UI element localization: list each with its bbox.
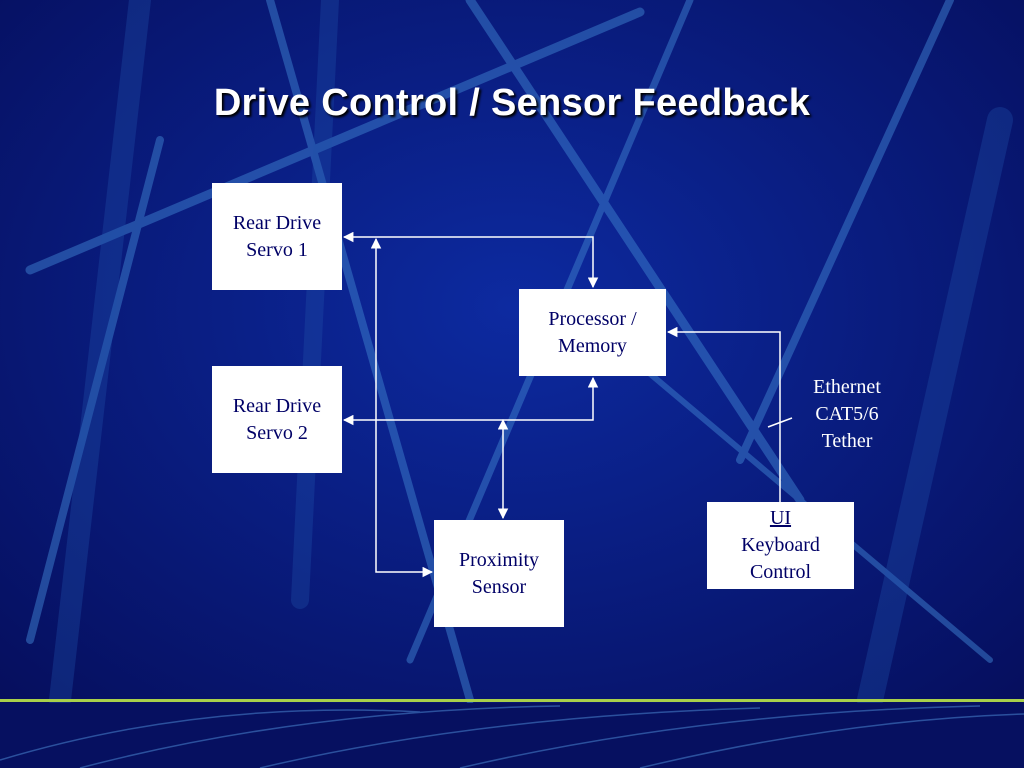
ui-link[interactable]: UI: [769, 507, 792, 529]
footer-swoosh: [0, 709, 421, 761]
connector-processor-servo1: [342, 231, 599, 289]
block-label: Servo 2: [246, 421, 308, 444]
block-label: Control: [749, 561, 812, 583]
block-label: Servo 1: [246, 238, 308, 261]
tether-callout-tick: [767, 417, 793, 428]
block-label: Proximity: [458, 548, 539, 571]
tether-label-line: Tether: [821, 430, 873, 452]
block-label: Processor /: [548, 307, 637, 330]
connector-ui-processor: [666, 326, 781, 502]
bg-ray: [465, 0, 805, 505]
block-label: Rear Drive: [232, 394, 322, 417]
connector-servo1-proximity: [370, 237, 434, 578]
block-label: Rear Drive: [232, 211, 322, 234]
footer-swoosh: [459, 705, 981, 768]
footer-swoosh: [79, 705, 561, 768]
bg-ray: [607, 337, 993, 663]
bg-ray: [26, 136, 164, 644]
ethernet-tether-label: Ethernet CAT5/6 Tether: [797, 374, 897, 455]
block-label: Memory: [558, 334, 627, 357]
bg-ray: [291, 0, 339, 609]
processor-memory-block: Processor / Memory: [519, 289, 666, 376]
footer-swoosh: [259, 707, 761, 768]
footer-rule: [0, 699, 1024, 702]
tether-label-line: CAT5/6: [815, 403, 879, 425]
bg-ray: [49, 0, 151, 711]
bg-ray: [25, 7, 645, 275]
rear-drive-servo-1-block: Rear Drive Servo 1: [212, 183, 342, 290]
proximity-sensor-block: Proximity Sensor: [434, 520, 564, 627]
rear-drive-servo-2-block: Rear Drive Servo 2: [212, 366, 342, 473]
bg-ray: [857, 107, 1013, 713]
block-label: Sensor: [471, 575, 527, 598]
connector-processor-servo2: [342, 376, 599, 426]
bg-ray: [736, 0, 954, 464]
slide-title: Drive Control / Sensor Feedback: [213, 82, 811, 124]
block-label: Keyboard: [741, 534, 820, 556]
ui-keyboard-control-block: UI Keyboard Control: [707, 502, 854, 589]
tether-label-line: Ethernet: [813, 376, 881, 398]
footer-swoosh: [639, 713, 1024, 768]
